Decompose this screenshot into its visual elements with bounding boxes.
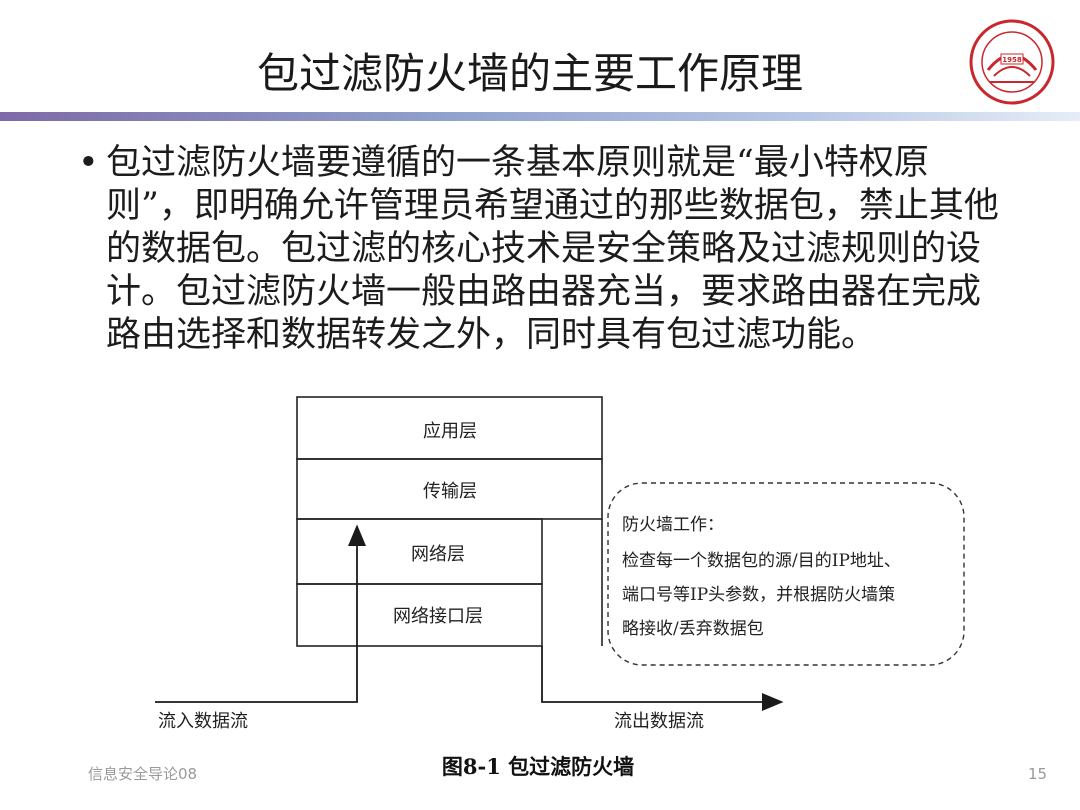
- layer-label-transport: 传输层: [423, 481, 477, 502]
- course-footer: 信息安全导论08: [88, 765, 198, 783]
- firewall-note-line-3: 略接收/丢弃数据包: [622, 619, 764, 639]
- layer-label-interface: 网络接口层: [393, 606, 483, 627]
- firewall-note-line-2: 端口号等IP头参数，并根据防火墙策: [622, 585, 895, 605]
- bullet-text: 包过滤防火墙要遵循的一条基本原则就是“最小特权原则”，即明确允许管理员希望通过的…: [106, 143, 999, 355]
- slide-title: 包过滤防火墙的主要工作原理: [256, 49, 803, 98]
- figure-caption: 图8-1 包过滤防火墙: [442, 754, 634, 779]
- title-divider: [0, 112, 1080, 121]
- bullet-marker: •: [78, 143, 99, 183]
- layer-box-interface: [296, 583, 543, 647]
- firewall-note-heading: 防火墙工作：: [622, 515, 724, 535]
- inbound-label: 流入数据流: [158, 711, 248, 732]
- outbound-arrow: [541, 646, 784, 711]
- outbound-label: 流出数据流: [614, 711, 704, 732]
- firewall-note-line-1: 检查每一个数据包的源/目的IP地址、: [622, 551, 901, 571]
- principle-bullet: • 包过滤防火墙要遵循的一条基本原则就是“最小特权原则”，即明确允许管理员希望通…: [78, 142, 1008, 357]
- layer-label-application: 应用层: [423, 421, 477, 442]
- inbound-arrow: [155, 524, 366, 703]
- logo-year: 1958: [1002, 56, 1022, 64]
- page-number: 15: [1028, 765, 1048, 783]
- university-logo: 1958: [969, 19, 1055, 105]
- layer-label-network: 网络层: [411, 544, 465, 565]
- firewall-note-bubble: [607, 482, 965, 666]
